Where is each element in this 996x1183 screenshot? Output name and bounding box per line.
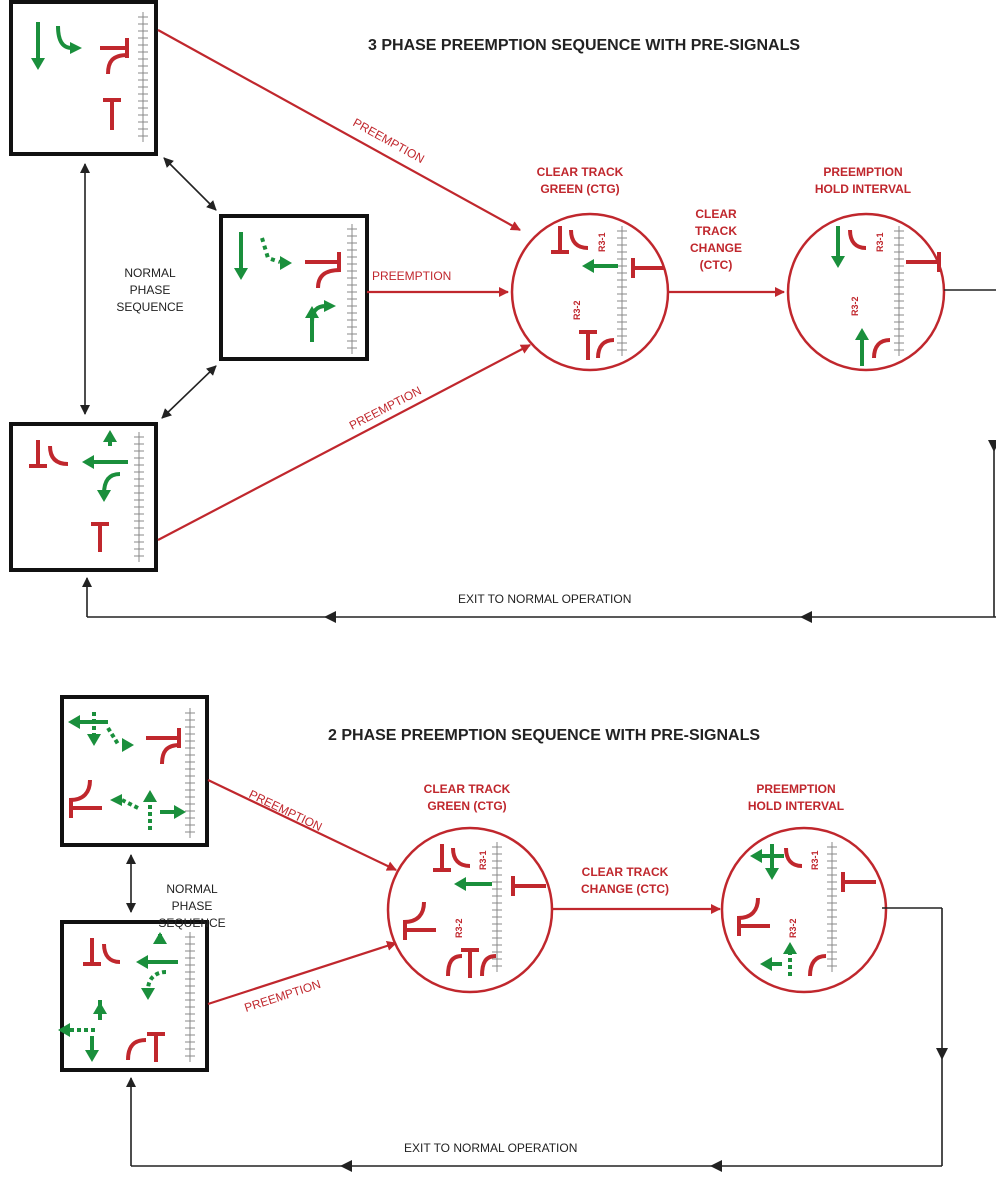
bottom-phase-box-2	[58, 920, 209, 1072]
red-stop-bar-icon	[433, 844, 451, 872]
red-stop-bar-icon	[579, 330, 597, 360]
red-turn-icon	[446, 954, 463, 977]
green-turn-arrow-icon	[310, 304, 327, 342]
top-exit-path: EXIT TO NORMAL OPERATION	[82, 289, 996, 623]
red-turn-icon	[596, 338, 615, 359]
bottom-normal-sequence-arrows: NORMAL PHASE SEQUENCE	[126, 854, 226, 930]
exit-label: EXIT TO NORMAL OPERATION	[458, 592, 631, 606]
sign-r3-1: R3-1	[810, 850, 820, 870]
red-turn-icon	[872, 338, 891, 359]
bottom-preemption-arrows: PREEMPTION PREEMPTION	[207, 779, 397, 1015]
red-turn-icon	[784, 847, 803, 868]
red-turn-icon	[737, 897, 760, 920]
green-permitted-turn-icon	[146, 970, 167, 991]
top-ctc-transition: CLEAR TRACK CHANGE (CTC)	[668, 207, 785, 297]
top-title: 3 PHASE PREEMPTION SEQUENCE WITH PRE-SIG…	[368, 37, 800, 54]
exit-label: EXIT TO NORMAL OPERATION	[404, 1141, 577, 1155]
sign-r3-1: R3-1	[875, 232, 885, 252]
normal-phase-label-3: SEQUENCE	[158, 916, 225, 930]
red-turn-icon	[403, 901, 426, 924]
red-stop-bar-icon	[841, 872, 876, 892]
normal-phase-label-2: PHASE	[130, 283, 171, 297]
top-phase-box-3	[9, 422, 158, 572]
bottom-exit-path: EXIT TO NORMAL OPERATION	[126, 907, 948, 1172]
normal-phase-label-1: NORMAL	[166, 882, 218, 896]
red-stop-bar-icon	[91, 522, 109, 552]
red-turn-icon	[848, 229, 867, 250]
red-turn-icon	[160, 743, 181, 765]
ctg-label-2: GREEN (CTG)	[427, 799, 506, 813]
sign-r3-2: R3-2	[788, 918, 798, 938]
red-turn-icon	[480, 954, 497, 977]
red-stop-bar-icon	[551, 226, 569, 254]
ctc-label-4: (CTC)	[700, 258, 733, 272]
bottom-diagram: 2 PHASE PREEMPTION SEQUENCE WITH PRE-SIG…	[58, 695, 948, 1172]
normal-phase-label-3: SEQUENCE	[116, 300, 183, 314]
top-phase-box-2	[219, 214, 369, 361]
hold-label-2: HOLD INTERVAL	[815, 182, 911, 196]
ctg-label-1: CLEAR TRACK	[424, 782, 511, 796]
ctg-label-1: CLEAR TRACK	[537, 165, 624, 179]
bottom-phase-box-1	[60, 695, 209, 847]
red-turn-icon	[102, 943, 121, 964]
red-turn-icon	[808, 954, 827, 977]
sign-r3-2: R3-2	[572, 300, 582, 320]
red-turn-icon	[316, 268, 341, 289]
ctc-label-2: CHANGE (CTC)	[581, 882, 669, 896]
red-stop-bar-icon	[906, 252, 941, 272]
normal-phase-label-1: NORMAL	[124, 266, 176, 280]
red-stop-bar-icon	[511, 876, 546, 896]
ctc-label-1: CLEAR	[695, 207, 737, 221]
bottom-ctc-transition: CLEAR TRACK CHANGE (CTC)	[552, 865, 721, 914]
sign-r3-1: R3-1	[597, 232, 607, 252]
sign-r3-2: R3-2	[454, 918, 464, 938]
red-turn-icon	[69, 779, 92, 802]
red-stop-bar-icon	[83, 938, 101, 966]
red-turn-icon	[126, 1038, 147, 1061]
red-turn-icon	[569, 229, 589, 250]
preemption-label-2: PREEMPTION	[243, 977, 323, 1015]
top-hold-circle: PREEMPTION HOLD INTERVAL R3-1 R3-2	[786, 165, 946, 372]
bottom-title: 2 PHASE PREEMPTION SEQUENCE WITH PRE-SIG…	[328, 727, 760, 744]
preemption-label-1: PREEMPTION	[247, 787, 325, 834]
red-stop-bar-icon	[29, 440, 47, 468]
preemption-label-2: PREEMPTION	[372, 269, 451, 283]
sign-r3-2: R3-2	[850, 296, 860, 316]
top-normal-sequence-arrows: NORMAL PHASE SEQUENCE	[80, 157, 217, 419]
preemption-label-3: PREEMPTION	[347, 383, 424, 432]
sign-r3-1: R3-1	[478, 850, 488, 870]
hold-label-1: PREEMPTION	[756, 782, 835, 796]
ctc-label-1: CLEAR TRACK	[582, 865, 669, 879]
red-turn-icon	[451, 847, 471, 868]
top-phase-box-1	[9, 0, 158, 156]
bottom-hold-circle: PREEMPTION HOLD INTERVAL R3-1 R3-2	[720, 782, 888, 994]
normal-phase-label-2: PHASE	[172, 899, 213, 913]
red-stop-bar-icon	[147, 1032, 165, 1062]
top-diagram: 3 PHASE PREEMPTION SEQUENCE WITH PRE-SIG…	[9, 0, 996, 623]
green-turn-arrow-icon	[56, 25, 73, 50]
ctc-label-3: CHANGE	[690, 241, 742, 255]
top-ctg-circle: CLEAR TRACK GREEN (CTG) R3-1 R3-2	[510, 165, 670, 372]
hold-label-1: PREEMPTION	[823, 165, 902, 179]
ctc-label-2: TRACK	[695, 224, 737, 238]
red-stop-bar-icon	[461, 948, 479, 978]
hold-label-2: HOLD INTERVAL	[748, 799, 844, 813]
red-turn-icon	[106, 53, 129, 75]
red-turn-icon	[48, 445, 69, 466]
red-stop-bar-icon	[631, 258, 664, 278]
red-stop-bar-icon	[103, 98, 121, 130]
bottom-ctg-circle: CLEAR TRACK GREEN (CTG) R3-1 R3-2	[386, 782, 554, 994]
ctg-label-2: GREEN (CTG)	[540, 182, 619, 196]
